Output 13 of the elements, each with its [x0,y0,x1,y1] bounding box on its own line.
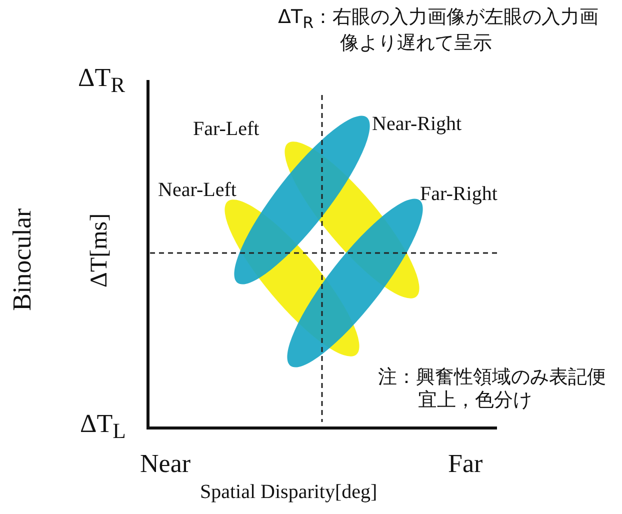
region-label: Near-Left [158,178,236,202]
region-label: Far-Left [193,117,260,141]
axis-title: ΔT[ms] [86,212,114,288]
note-text: 注：興奮性領域のみ表記便宜上，色分け [378,366,607,412]
axis-label: ΔT$_{L}$ [80,408,126,444]
note-text: ΔT$_{R}$：右眼の入力画像が左眼の入力画像より遅れて呈示 [278,6,600,55]
axis-title: Binocular [6,208,38,312]
axis-label: ΔT$_{R}$ [78,62,126,98]
tick-label: Far [448,448,483,480]
tick-label: Near [140,448,191,480]
axis-title: Spatial Disparity[deg] [200,480,378,504]
region-label: Near-Right [372,112,462,136]
region-label: Far-Right [420,182,498,206]
